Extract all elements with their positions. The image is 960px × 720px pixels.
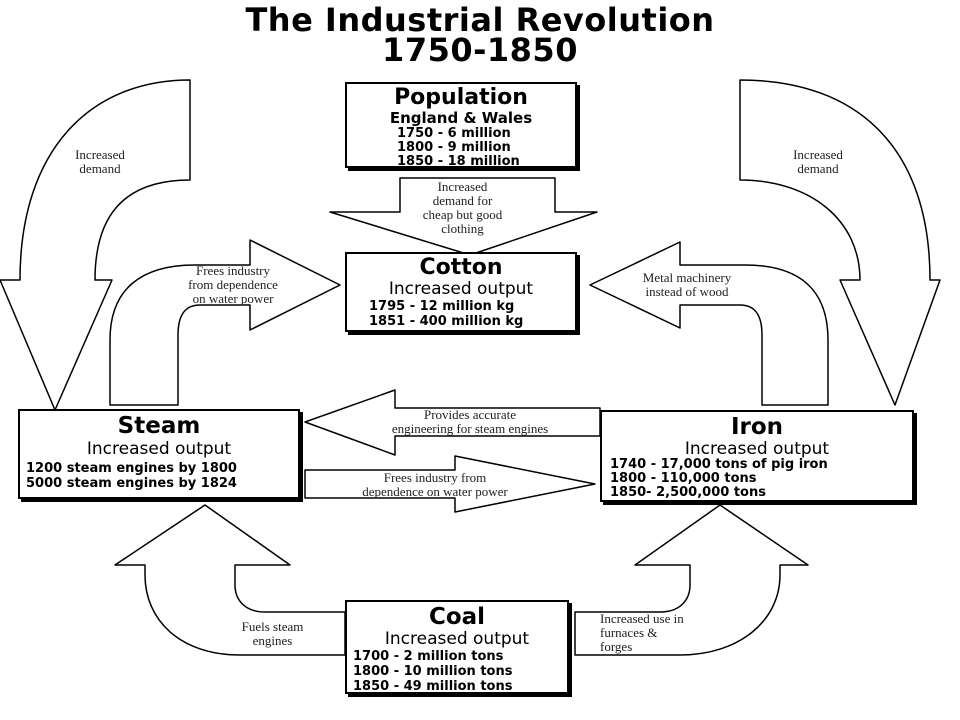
cotton-subheading: Increased output [388,279,534,299]
steam-heading: Steam [117,413,201,439]
coal-to-steam-label: Fuels steam engines [241,619,304,648]
cotton-box: Cotton Increased output 1795 - 12 millio… [345,252,577,332]
left-demand-label: Increased demand [75,147,125,176]
iron-to-cotton-arrow [589,241,829,406]
population-line-1750: 1750 - 6 million [397,126,511,141]
iron-to-cotton-label: Metal machinery instead of wood [642,270,732,299]
population-heading: Population [394,85,528,110]
population-line-1800: 1800 - 9 million [397,140,511,155]
steam-subheading: Increased output [86,439,232,459]
steam-to-iron-arrow [304,455,596,513]
cotton-line-1851: 1851 - 400 million kg [369,314,524,329]
diagram-title: The Industrial Revolution [245,1,715,39]
coal-subheading: Increased output [384,629,530,649]
steam-box: Steam Increased output 1200 steam engine… [18,409,300,499]
right-demand-label: Increased demand [793,147,843,176]
iron-subheading: Increased output [684,439,830,459]
coal-to-steam-arrow [114,504,346,656]
coal-box: Coal Increased output 1700 - 2 million t… [345,600,569,694]
iron-line-1740: 1740 - 17,000 tons of pig iron [610,457,828,472]
steam-line-1800: 1200 steam engines by 1800 [26,461,237,476]
steam-line-1824: 5000 steam engines by 1824 [26,476,237,491]
iron-to-steam-label: Provides accurate engineering for steam … [391,407,549,436]
right-demand-arrow [739,79,941,406]
coal-line-1800: 1800 - 10 million tons [353,664,513,679]
cotton-line-1795: 1795 - 12 million kg [369,299,515,314]
steam-to-iron-label: Frees industry from dependence on water … [362,470,508,499]
iron-line-1850: 1850- 2,500,000 tons [610,485,766,500]
left-demand-arrow [0,79,191,411]
iron-box: Iron Increased output 1740 - 17,000 tons… [600,410,914,502]
population-subheading: England & Wales [389,109,533,127]
iron-to-steam-arrow [304,389,601,456]
coal-line-1700: 1700 - 2 million tons [353,649,504,664]
coal-to-iron-label: Increased use in furnaces & forges [600,611,684,654]
population-to-cotton-label: Increased demand for cheap but good clot… [422,179,503,236]
population-to-cotton-arrow [329,177,598,256]
steam-to-cotton-arrow [109,239,341,406]
population-box: Population England & Wales 1750 - 6 mill… [345,82,577,169]
cotton-heading: Cotton [419,255,503,280]
coal-heading: Coal [428,604,486,630]
diagram-subtitle-years: 1750-1850 [382,31,578,69]
coal-line-1850: 1850 - 49 million tons [353,679,513,694]
iron-heading: Iron [730,414,784,440]
iron-line-1800: 1800 - 110,000 tons [610,471,757,486]
steam-to-cotton-label: Frees industry from dependence on water … [188,263,278,306]
coal-to-iron-arrow [574,504,809,656]
population-line-1850: 1850 - 18 million [397,154,520,169]
